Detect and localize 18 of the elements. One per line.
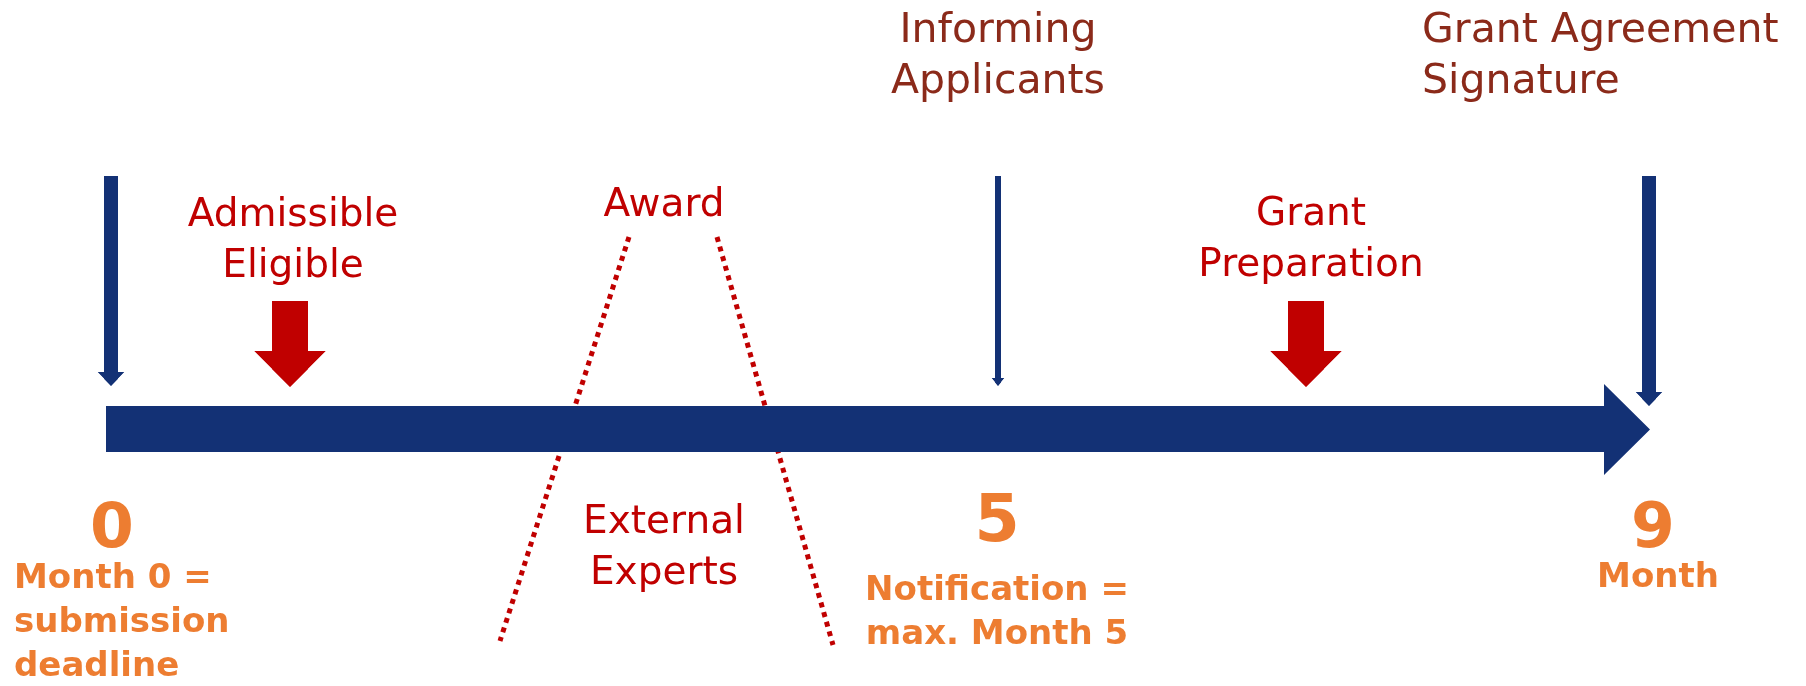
- milestone-label: Grant Agreement Signature: [1422, 3, 1802, 105]
- phase-label: Award: [603, 179, 725, 227]
- milestone-label: Admissible Eligible: [173, 187, 413, 289]
- block-arrow: [254, 301, 326, 387]
- month-number: 9: [1631, 494, 1675, 557]
- month-number: 5: [974, 486, 1020, 551]
- arrow: [1635, 176, 1663, 406]
- milestone-label: Informing Applicants: [873, 3, 1123, 105]
- milestone-note: Month 0 = submission deadline: [14, 555, 231, 686]
- arrow: [991, 176, 1005, 386]
- phase-label: External Experts: [582, 496, 746, 595]
- milestone-note: Notification = max. Month 5: [864, 567, 1130, 654]
- arrow: [97, 176, 125, 386]
- block-arrow: [1270, 301, 1342, 387]
- month-number: 0: [90, 494, 134, 557]
- milestone-label: Grant Preparation: [1171, 186, 1451, 288]
- axis-unit-label: Month: [1597, 554, 1719, 597]
- timeline-arrow: [106, 384, 1650, 475]
